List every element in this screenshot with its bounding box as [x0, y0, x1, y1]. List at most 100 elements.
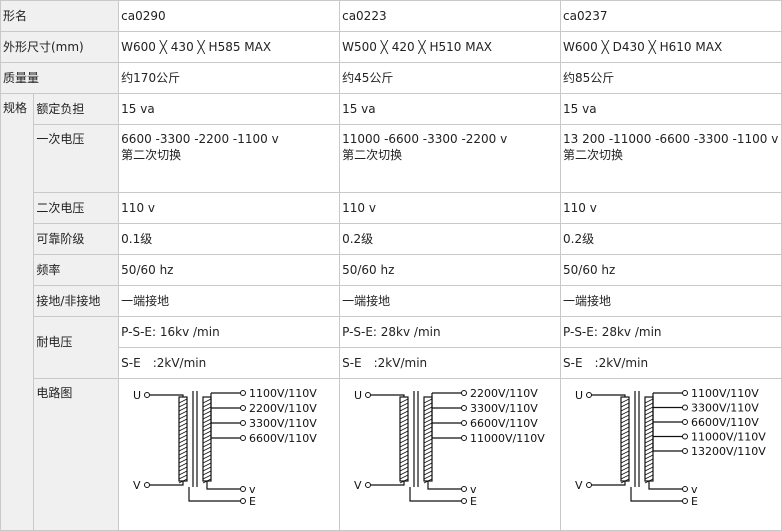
terminal-e [461, 498, 468, 504]
primary-coil [620, 396, 630, 482]
label-spec: 规格 [0, 93, 35, 531]
row-burden: 规格 额定负担 15 va 15 va 15 va [0, 93, 782, 531]
coil-hatch [620, 414, 630, 420]
coil-hatch [202, 450, 212, 456]
coil-hatch [202, 406, 212, 412]
cell-accuracy-1: 0.2级 [339, 223, 562, 255]
label-circuit: 电路图 [33, 378, 120, 531]
coil-hatch [644, 442, 654, 448]
row-withstand-se: S-E :2kV/min S-E :2kV/min S-E :2kV/min [1, 347, 782, 379]
tap-label: 13200V/110V [691, 445, 766, 458]
tap-terminal [461, 420, 468, 426]
coil-hatch [178, 462, 188, 468]
terminal-vout [461, 486, 468, 492]
secondary-coil [644, 396, 654, 482]
row-withstand: 耐电压 P-S-E: 16kv /min P-S-E: 28kv /min P-… [1, 316, 782, 379]
coil-hatch [399, 454, 409, 460]
coil-hatch [399, 418, 409, 424]
cell-secondary-2: 110 v [560, 192, 782, 224]
wire-e [630, 487, 684, 502]
coil-hatch [399, 446, 409, 452]
tap-terminal [461, 390, 468, 396]
coil-hatch [202, 422, 212, 428]
terminal-e-label: E [470, 495, 477, 508]
label-accuracy: 可靠阶级 [33, 223, 120, 255]
row-model: 形名 ca0290 ca0223 ca0237 [0, 0, 782, 32]
cell-dims-0: W600 ╳ 430 ╳ H585 MAX [118, 31, 341, 63]
cell-accuracy-2: 0.2级 [560, 223, 782, 255]
wire-vout [648, 481, 684, 490]
cell-burden-1: 15 va [339, 93, 562, 125]
coil-hatch [644, 410, 654, 416]
wire-vout [206, 481, 242, 490]
cell-model-1: ca0223 [339, 0, 562, 32]
tap-label: 1100V/110V [691, 387, 759, 400]
coil-hatch [399, 426, 409, 432]
label-freq: 频率 [33, 254, 120, 286]
coil-hatch [399, 474, 409, 480]
coil-hatch [644, 426, 654, 432]
coil-hatch [423, 426, 433, 432]
coil-hatch [620, 426, 630, 432]
terminal-e-label: E [691, 495, 698, 508]
cell-primary-1: 11000 -6600 -3300 -2200 v 第二次切换 [339, 124, 562, 193]
coil-hatch [178, 402, 188, 408]
coil-hatch [644, 398, 654, 404]
coil-hatch [644, 434, 654, 440]
coil-hatch [620, 418, 630, 424]
coil-hatch [399, 410, 409, 416]
coil-hatch [644, 406, 654, 412]
coil-hatch [399, 438, 409, 444]
primary-coil [399, 396, 409, 482]
terminal-u [365, 392, 372, 398]
coil-hatch [178, 466, 188, 472]
wire-v [591, 481, 626, 486]
coil-hatch [620, 462, 630, 468]
coil-hatch [178, 398, 188, 404]
coil-hatch [178, 418, 188, 424]
primary-note-2: 第二次切换 [563, 148, 624, 162]
coil-hatch [399, 462, 409, 468]
tap-terminal [682, 419, 689, 425]
coil-hatch [399, 406, 409, 412]
wire-u [149, 394, 184, 397]
coil-hatch [423, 446, 433, 452]
wire-vout [427, 481, 463, 490]
tap-label: 11000V/110V [691, 431, 766, 444]
coil-hatch [399, 442, 409, 448]
cell-secondary-0: 110 v [118, 192, 341, 224]
coil-hatch [178, 458, 188, 464]
coil-hatch [620, 434, 630, 440]
terminal-vout-label: v [691, 483, 698, 496]
secondary-coil [202, 396, 212, 482]
coil-hatch [423, 402, 433, 408]
terminal-u [586, 392, 593, 398]
coil-hatch [644, 446, 654, 452]
coil-hatch [644, 430, 654, 436]
withstand-label-text: 耐电压 [36, 334, 73, 349]
coil-hatch [423, 458, 433, 464]
cell-ground-2: 一端接地 [560, 285, 782, 317]
primary-note-0: 第二次切换 [121, 148, 182, 162]
coil-hatch [423, 462, 433, 468]
coil-hatch [399, 450, 409, 456]
row-weight: 质量量 约170公斤 约45公斤 约85公斤 [0, 62, 782, 94]
coil-hatch [644, 474, 654, 480]
coil-hatch [620, 446, 630, 452]
terminal-vout [240, 486, 247, 492]
wire-u [370, 394, 405, 397]
coil-hatch [178, 430, 188, 436]
wire-e [409, 487, 463, 502]
coil-hatch [644, 466, 654, 472]
coil-hatch [399, 470, 409, 476]
coil-hatch [644, 402, 654, 408]
coil-hatch [620, 474, 630, 480]
cell-withstand-se-1: S-E :2kV/min [339, 347, 562, 379]
tap-terminal [240, 435, 247, 441]
coil-hatch [178, 474, 188, 480]
terminal-vout-label: v [249, 483, 256, 496]
coil-hatch [178, 434, 188, 440]
terminal-v-label: V [575, 479, 583, 492]
